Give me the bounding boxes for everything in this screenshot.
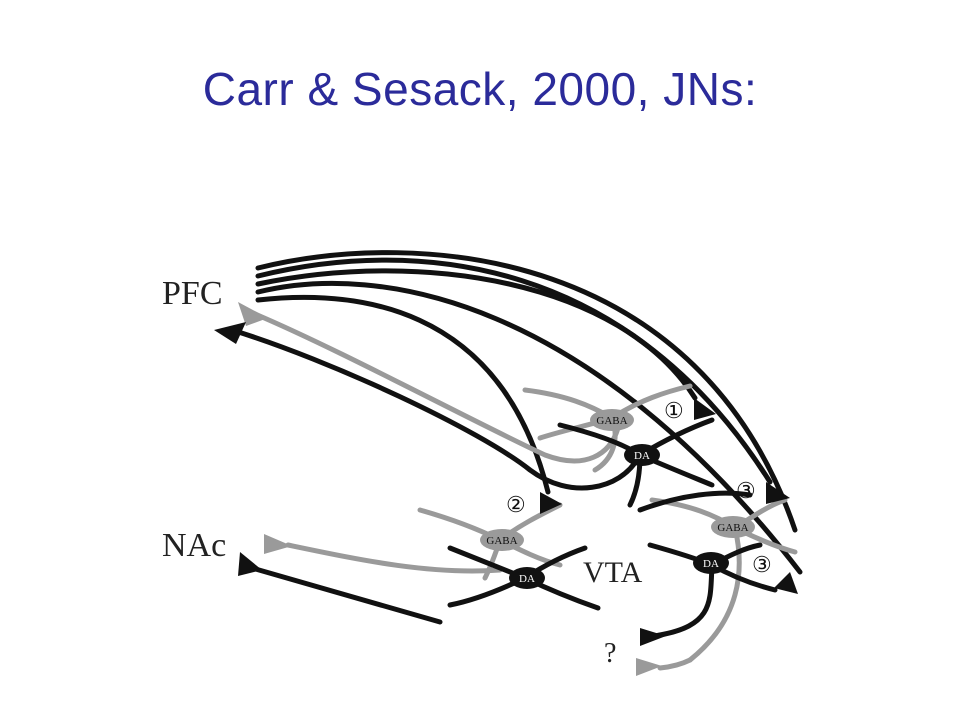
nac-black-terminal (238, 552, 262, 576)
right-da-dendrite-4 (657, 562, 715, 638)
upper-da-label: DA (634, 450, 650, 462)
terminal-two (540, 492, 562, 514)
right-gaba-dendrite-5 (657, 657, 693, 671)
marker-three-upper: ③ (736, 478, 756, 503)
right-da-soma (693, 552, 729, 574)
terminal-one (694, 398, 716, 420)
pfc-gray-terminal (238, 302, 268, 326)
left-gaba-soma (480, 529, 524, 551)
nac-black-path (249, 565, 443, 625)
right-gaba-soma (711, 516, 755, 538)
nac-gray-path (285, 542, 503, 574)
left-gaba-label: GABA (486, 535, 517, 547)
upper-gaba-soma (590, 409, 634, 431)
pfc-arc-2 (255, 257, 773, 485)
vta-label: VTA (583, 556, 643, 589)
right-da-dendrite-6 (637, 490, 753, 513)
unknown-gray-terminal (636, 658, 662, 676)
upper-gaba-label: GABA (596, 415, 627, 427)
right-gaba-label: GABA (717, 522, 748, 534)
slide-title: Carr & Sesack, 2000, JNs: (202, 63, 758, 115)
right-gaba-dendrite-4 (687, 525, 742, 663)
terminal-three-lower (774, 572, 798, 594)
nac-gray-terminal (264, 534, 292, 554)
left-da-soma (509, 567, 545, 589)
upper-da-soma (624, 444, 660, 466)
pfc-arc-5 (255, 294, 551, 495)
pfc-label: PFC (162, 275, 223, 312)
left-da-label: DA (519, 573, 535, 585)
pfc-arc-1 (255, 250, 798, 533)
unknown-label: ? (604, 638, 616, 669)
pfc-gray-descending (252, 311, 621, 464)
pfc-arc-3 (255, 268, 698, 401)
marker-one: ① (664, 398, 684, 423)
pfc-arc-4 (255, 280, 803, 575)
pfc-black-descending (229, 327, 641, 491)
nac-label: NAc (162, 527, 226, 564)
terminals (214, 302, 798, 676)
unknown-black-terminal (640, 628, 666, 646)
neuron-bodies: GABA DA GABA DA GABA DA (480, 409, 755, 589)
right-da-label: DA (703, 558, 719, 570)
pfc-black-terminal (214, 322, 246, 344)
marker-three-lower: ③ (752, 552, 772, 577)
marker-two: ② (506, 492, 526, 517)
terminal-three-upper (766, 482, 790, 504)
